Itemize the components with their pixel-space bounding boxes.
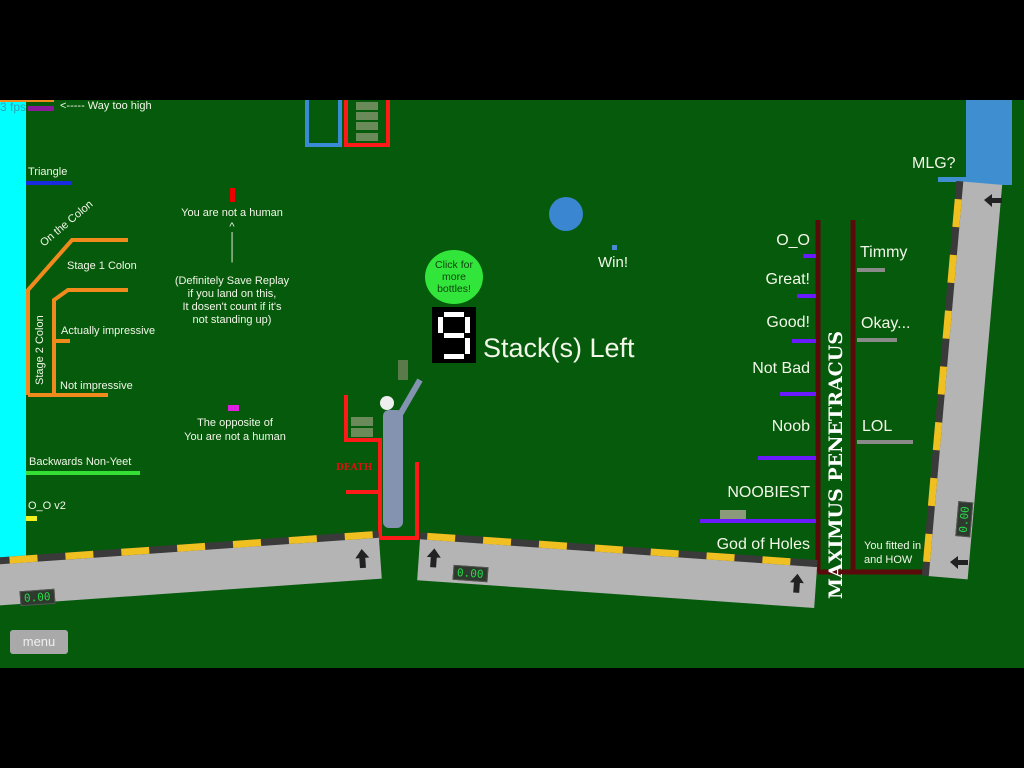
blue-ball bbox=[549, 197, 583, 231]
label-mlg: MLG? bbox=[912, 155, 956, 172]
timer-right: 0.00 bbox=[955, 501, 974, 538]
game-stage[interactable]: 3 fps <----- Way too high Triangle On th… bbox=[0, 100, 1024, 668]
score-label-god-of-holes: God of Holes bbox=[716, 536, 810, 553]
label-maximus-penetracus: MAXIMUS PENETRACUS bbox=[825, 330, 847, 600]
score-label-great: Great! bbox=[765, 271, 810, 288]
player-character bbox=[380, 360, 423, 528]
conveyor-left bbox=[0, 530, 382, 606]
up-arrow-icon bbox=[426, 548, 441, 568]
win-marker bbox=[612, 245, 617, 250]
score-label-noob: Noob bbox=[771, 418, 810, 435]
maximus-structure bbox=[815, 220, 935, 575]
label-save-replay: (Definitely Save Replay if you land on t… bbox=[174, 275, 290, 326]
score-label-timmy: Timmy bbox=[860, 244, 908, 261]
label-backwards-non-yeet: Backwards Non-Yeet bbox=[29, 456, 132, 468]
left-arrow-icon bbox=[984, 194, 1002, 207]
death-cage bbox=[344, 395, 419, 540]
level-geometry bbox=[0, 100, 1012, 608]
label-oo-v2: O_O v2 bbox=[28, 500, 66, 512]
score-label-lol: LOL bbox=[862, 418, 893, 435]
backwards-non-yeet-platform bbox=[26, 471, 140, 475]
way-too-high-platform bbox=[28, 106, 54, 111]
score-label-not-bad: Not Bad bbox=[752, 360, 810, 377]
colon-structure bbox=[0, 100, 128, 397]
not-human-marker bbox=[230, 188, 235, 202]
score-label-good: Good! bbox=[766, 314, 810, 331]
opposite-marker bbox=[228, 405, 239, 411]
score-label-okay: Okay... bbox=[861, 315, 911, 332]
fps-counter: 3 fps bbox=[0, 100, 27, 114]
timer-left: 0.00 bbox=[19, 588, 55, 607]
stacks-left-label: Stack(s) Left bbox=[483, 333, 635, 363]
stacks-left-digit: 9 bbox=[432, 307, 476, 363]
label-fitted-in: You fitted in and HOW bbox=[864, 540, 922, 566]
up-arrow-icon bbox=[789, 573, 804, 593]
label-not-human: You are not a human bbox=[181, 207, 283, 219]
label-not-impressive: Not impressive bbox=[60, 380, 133, 392]
more-bottles-label: Click for more bottles! bbox=[435, 259, 473, 295]
left-arrow-icon bbox=[950, 556, 968, 569]
conveyor-right bbox=[921, 180, 1003, 580]
score-platforms bbox=[700, 254, 816, 573]
grey-platforms bbox=[857, 268, 913, 444]
mlg-platform bbox=[938, 177, 978, 182]
label-win: Win! bbox=[598, 254, 628, 271]
cyan-wall bbox=[0, 100, 26, 575]
conveyor-middle bbox=[417, 532, 818, 608]
up-arrow-icon bbox=[355, 548, 370, 569]
label-stage2-colon: Stage 2 Colon bbox=[34, 315, 46, 385]
menu-button[interactable]: menu bbox=[10, 630, 68, 654]
label-arrow: ^ | | | bbox=[229, 221, 235, 263]
more-bottles-button[interactable]: Click for more bottles! bbox=[425, 250, 483, 304]
blue-wall bbox=[966, 100, 1012, 185]
score-label-noobiest: NOOBIEST bbox=[727, 484, 810, 501]
label-actually-impressive: Actually impressive bbox=[61, 325, 156, 337]
label-triangle: Triangle bbox=[28, 166, 68, 178]
score-label-oo: O_O bbox=[776, 232, 810, 249]
start-cage-top bbox=[305, 100, 390, 147]
oo-v2-platform bbox=[26, 516, 37, 521]
triangle-platform bbox=[26, 181, 71, 185]
label-way-too-high: <----- Way too high bbox=[60, 100, 152, 112]
timer-middle: 0.00 bbox=[452, 564, 488, 583]
label-stage1-colon: Stage 1 Colon bbox=[67, 260, 137, 272]
label-death: DEATH bbox=[336, 463, 373, 473]
bottles bbox=[351, 102, 746, 519]
label-opposite: The opposite of You are not a human bbox=[184, 417, 286, 443]
